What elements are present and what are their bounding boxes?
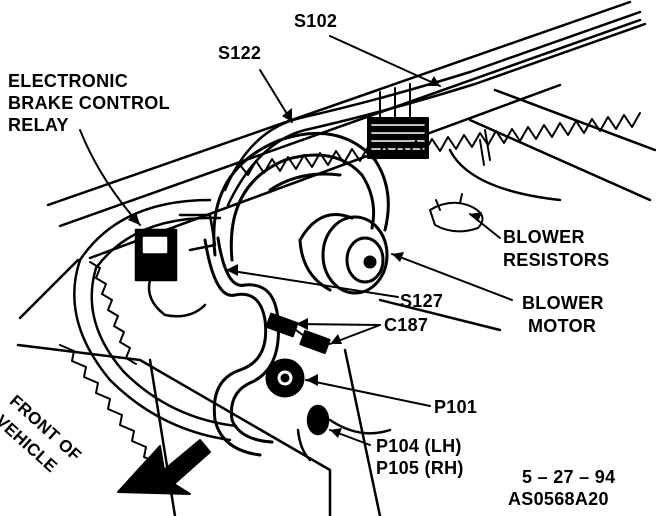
relay-label-line3: RELAY [8, 115, 69, 135]
p101-label: P101 [434, 397, 478, 417]
blower-resistors-label-line2: RESISTORS [503, 250, 610, 270]
lower-harness-loop [203, 236, 280, 457]
arrowheads [128, 76, 482, 438]
blower-housing [212, 131, 390, 262]
blower-motor-label-line1: BLOWER [522, 293, 604, 313]
relay-label-line1: ELECTRONIC [8, 71, 128, 91]
relay-label-line2: BRAKE CONTROL [8, 93, 170, 113]
blower-motor-shape [298, 213, 389, 295]
p105-label: P105 (RH) [376, 458, 464, 478]
relay-shape [134, 213, 217, 318]
figure-id-label: AS0568A20 [508, 489, 609, 509]
p101-grommet [265, 358, 305, 398]
c187-label: C187 [384, 315, 429, 335]
blower-resistor-bracket [429, 129, 491, 233]
main-harness [223, 10, 647, 207]
s127-label: S127 [400, 291, 444, 311]
leader-lines [79, 35, 513, 446]
front-arrow-icon [117, 439, 211, 495]
date-code-label: 5 – 27 – 94 [522, 467, 616, 487]
p104-label: P104 (LH) [376, 436, 462, 456]
blower-motor-label-line2: MOTOR [528, 316, 597, 336]
s102-label: S102 [294, 11, 338, 31]
s122-label: S122 [218, 43, 262, 63]
s102-connector-block [367, 83, 429, 159]
c187-connectors [265, 312, 331, 355]
p104-p105-plug [296, 404, 392, 462]
blower-resistors-label-line1: BLOWER [503, 227, 585, 247]
